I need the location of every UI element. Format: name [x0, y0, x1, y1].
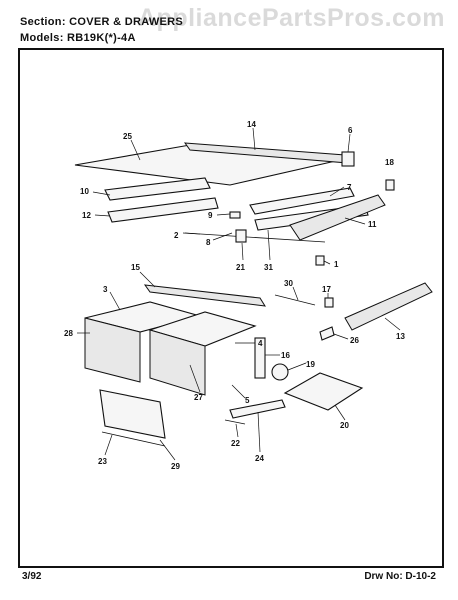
callout-13: 13 — [396, 332, 405, 341]
callout-8: 8 — [206, 238, 211, 247]
callout-3: 3 — [103, 285, 108, 294]
part-29-panel — [99, 389, 166, 439]
part-18-clip — [385, 179, 395, 191]
part-1-clip — [315, 255, 325, 266]
callout-18: 18 — [385, 158, 394, 167]
footer-date: 3/92 — [22, 571, 42, 582]
callout-27: 27 — [194, 393, 203, 402]
part-15-divider — [143, 284, 266, 307]
callout-30: 30 — [284, 279, 293, 288]
callout-28: 28 — [64, 329, 73, 338]
watermark: AppliancePartsPros.com — [138, 4, 445, 32]
part-11-support — [289, 194, 386, 241]
callout-25: 25 — [123, 132, 132, 141]
part-28-drawer-front — [84, 317, 141, 383]
callout-9: 9 — [208, 211, 213, 220]
callout-21: 21 — [236, 263, 245, 272]
part-23-trim — [101, 431, 166, 447]
callout-16: 16 — [281, 351, 290, 360]
part-2-rod — [184, 232, 326, 243]
callout-20: 20 — [340, 421, 349, 430]
callout-11: 11 — [368, 220, 377, 229]
part-27-drawer-front — [149, 329, 206, 396]
callout-15: 15 — [131, 263, 140, 272]
part-24-track — [229, 399, 286, 419]
part-22-rod — [224, 419, 246, 425]
part-10-rail — [104, 177, 211, 201]
callout-14: 14 — [247, 120, 256, 129]
callout-6: 6 — [348, 126, 353, 135]
callout-10: 10 — [80, 187, 89, 196]
callout-5: 5 — [245, 396, 250, 405]
part-13-support — [344, 282, 433, 331]
callout-17: 17 — [322, 285, 331, 294]
callout-23: 23 — [98, 457, 107, 466]
models-title: Models: RB19K(*)-4A — [20, 32, 136, 44]
callout-19: 19 — [306, 360, 315, 369]
callout-12: 12 — [82, 211, 91, 220]
callout-29: 29 — [171, 462, 180, 471]
callout-31: 31 — [264, 263, 273, 272]
part-26-clip — [319, 326, 335, 341]
part-17-clip — [324, 297, 334, 308]
footer-drawing-number: Drw No: D-10-2 — [364, 571, 436, 582]
section-title: Section: COVER & DRAWERS — [20, 16, 184, 28]
callout-26: 26 — [350, 336, 359, 345]
callout-1: 1 — [334, 260, 339, 269]
callout-22: 22 — [231, 439, 240, 448]
diagram-frame — [18, 48, 444, 568]
callout-24: 24 — [255, 454, 264, 463]
part-12-rail — [107, 197, 219, 223]
part-30-rod — [274, 294, 316, 306]
part-20-frame — [283, 372, 364, 411]
callout-4: 4 — [258, 339, 263, 348]
part-9-clip — [229, 211, 241, 219]
part-21-bracket — [235, 229, 247, 243]
callout-7: 7 — [347, 183, 352, 192]
part-16-guide — [254, 337, 266, 379]
part-19-roller — [271, 363, 289, 381]
part-6-bracket — [341, 151, 355, 167]
part-7-rail — [249, 187, 355, 215]
callout-2: 2 — [174, 231, 179, 240]
